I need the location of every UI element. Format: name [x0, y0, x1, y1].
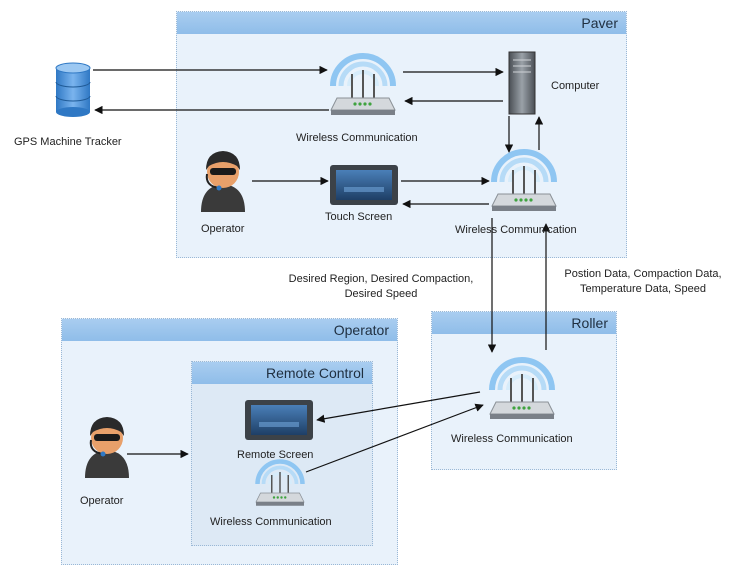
touch-screen-icon: [330, 165, 398, 205]
roller-group-header: Roller: [432, 312, 616, 334]
paver-group: Paver: [176, 11, 627, 258]
computer-label: Computer: [551, 80, 600, 92]
wireless-router-icon: [492, 152, 556, 211]
desired-data-note: Desired Region, Desired Compaction, Desi…: [272, 272, 490, 302]
paver-group-title: Paver: [581, 15, 618, 31]
operator-paver-label: Operator: [201, 223, 245, 235]
paver-wireless-right-label: Wireless Communication: [455, 224, 577, 236]
operator-group-title: Operator: [333, 322, 389, 338]
remote-wireless-label: Wireless Communication: [210, 516, 332, 528]
connection-arrows: [93, 65, 551, 473]
remote-control-header: Remote Control: [192, 362, 372, 384]
position-data-note: Postion Data, Compaction Data, Temperatu…: [550, 267, 736, 297]
remote-control-group: Remote Control: [191, 361, 373, 546]
position-data-line-2: Temperature Data, Speed: [580, 283, 706, 295]
remote-control-title: Remote Control: [265, 365, 364, 381]
operator-group-header: Operator: [62, 319, 397, 341]
operator-avatar-icon: [200, 150, 246, 213]
database-icon: [55, 62, 91, 117]
server-icon: [508, 51, 536, 115]
operator-avatar-icon: [84, 416, 130, 479]
desired-data-line-1: Desired Region, Desired Compaction,: [288, 273, 474, 285]
paver-group-header: Paver: [177, 12, 626, 34]
gps-tracker-label: GPS Machine Tracker: [14, 136, 122, 148]
roller-group: Roller: [431, 311, 617, 470]
desired-data-line-2: Desired Speed: [344, 288, 418, 300]
roller-group-title: Roller: [571, 315, 608, 331]
paver-wireless-top-label: Wireless Communication: [296, 132, 418, 144]
wireless-router-icon: [331, 56, 395, 115]
operator-remote-label: Operator: [80, 495, 124, 507]
remote-screen-icon: [245, 400, 313, 440]
remote-screen-label: Remote Screen: [237, 449, 314, 461]
wireless-router-icon: [490, 360, 554, 419]
roller-wireless-label: Wireless Communication: [451, 433, 573, 445]
position-data-line-1: Postion Data, Compaction Data,: [564, 268, 722, 280]
wireless-router-icon: [256, 462, 304, 506]
touch-screen-label: Touch Screen: [325, 211, 393, 223]
